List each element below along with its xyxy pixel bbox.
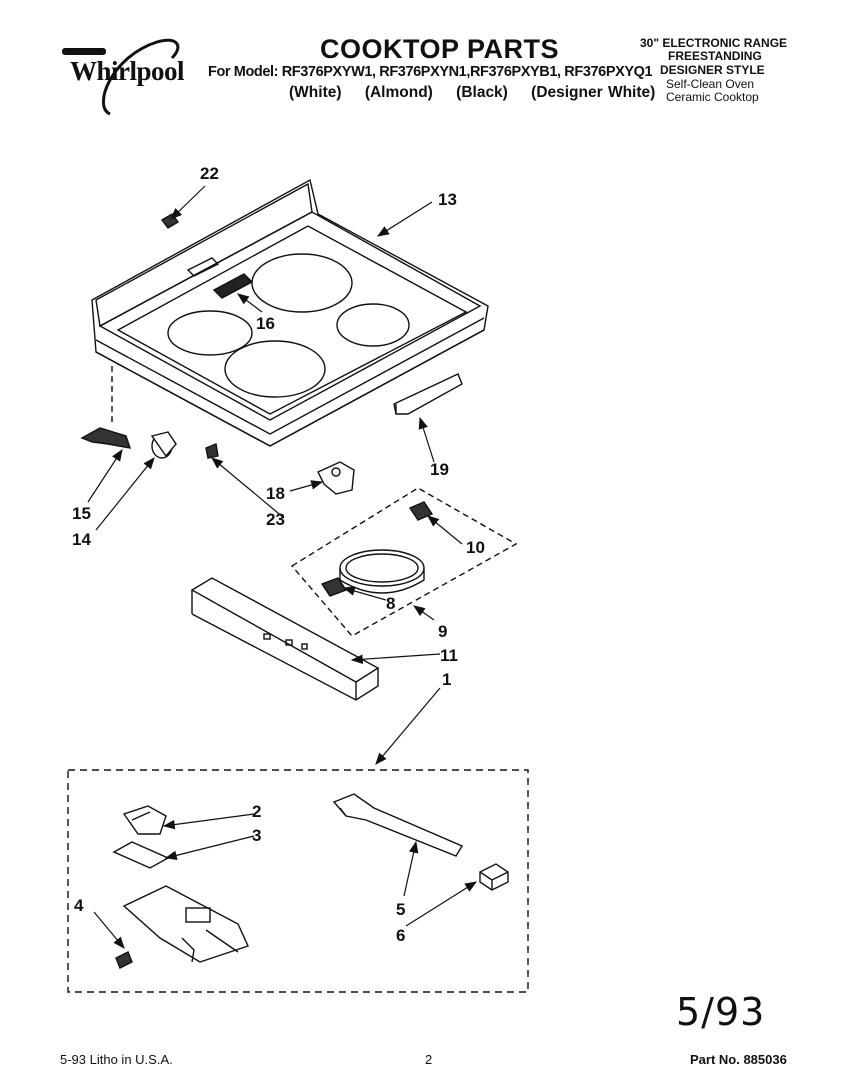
page-title: COOKTOP PARTS [320, 34, 560, 64]
page-number: 2 [425, 1052, 433, 1067]
callout-18: 18 [266, 484, 285, 503]
callout-19: 19 [430, 460, 449, 479]
callout-23: 23 [266, 510, 285, 529]
model-list: For Model: RF376PXYW1, RF376PXYN1,RF376P… [208, 64, 653, 80]
cooktop-glass-part [91, 178, 489, 447]
logo-swoosh-icon [62, 38, 180, 116]
callout-3: 3 [252, 826, 262, 845]
callout-14: 14 [72, 530, 91, 549]
spec-range-type: 30" ELECTRONIC RANGE [640, 36, 788, 50]
callout-15: 15 [72, 504, 91, 523]
callout-1: 1 [442, 670, 452, 689]
handwritten-date: 5/93 [676, 990, 766, 1034]
callout-22: 22 [200, 164, 219, 183]
spec-oven: Self-Clean Oven [666, 77, 755, 91]
part-number: Part No. 885036 [690, 1052, 787, 1067]
spec-freestanding: FREESTANDING [668, 49, 762, 63]
color-white: (White) [289, 84, 342, 101]
color-list: (White) (Almond) (Black) (Designer White… [289, 84, 673, 102]
whirlpool-logo: Whirlpool [52, 36, 192, 116]
color-almond: (Almond) [364, 84, 433, 101]
callout-2: 2 [252, 802, 262, 821]
callout-6: 6 [396, 926, 406, 945]
brand-name: Whirlpool [70, 56, 185, 86]
callout-4: 4 [74, 896, 84, 915]
spec-style: DESIGNER STYLE [660, 63, 765, 77]
color-black: (Black) [456, 84, 508, 101]
callout-13: 13 [438, 190, 457, 209]
color-designer-white: (Designer White) [531, 84, 656, 101]
callout-5: 5 [396, 900, 406, 919]
callout-9: 9 [438, 622, 448, 641]
callout-16: 16 [256, 314, 275, 333]
footer-litho: 5-93 Litho in U.S.A. [60, 1052, 173, 1067]
callout-10: 10 [466, 538, 485, 557]
callout-8: 8 [386, 594, 396, 613]
callout-11: 11 [440, 646, 458, 665]
spec-cooktop: Ceramic Cooktop [666, 90, 759, 104]
